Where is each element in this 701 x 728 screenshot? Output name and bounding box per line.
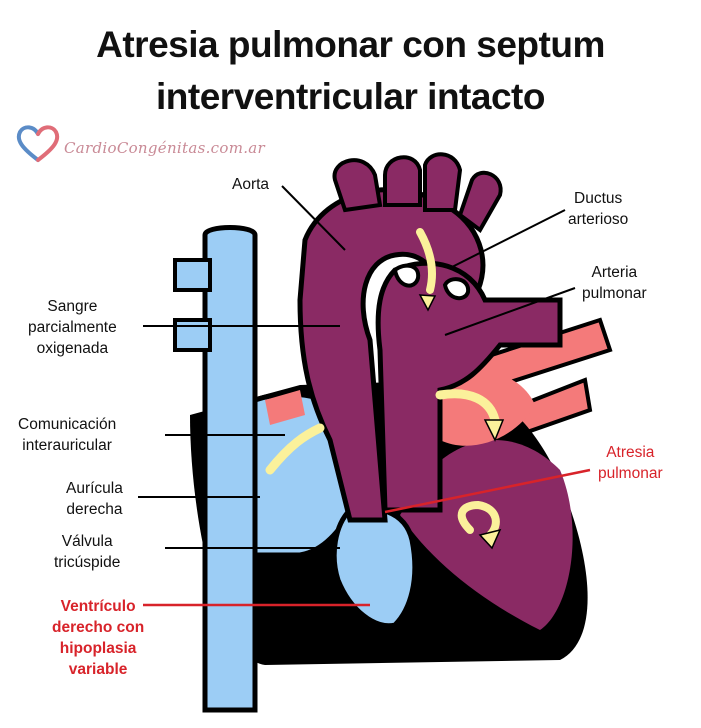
- brand-wordmark: CardioCongénitas.com.ar: [64, 139, 265, 157]
- leader-arteria: [444, 287, 576, 336]
- heart-outline-icon: [16, 125, 60, 162]
- page-title-line-2: interventricular intacto: [156, 76, 545, 117]
- leader-aorta: [281, 185, 346, 251]
- leader-ductus: [449, 209, 566, 269]
- leader-atresia: [384, 468, 591, 514]
- page-title-line-1: Atresia pulmonar con septum: [96, 24, 605, 65]
- label-aorta: Aorta: [232, 176, 270, 193]
